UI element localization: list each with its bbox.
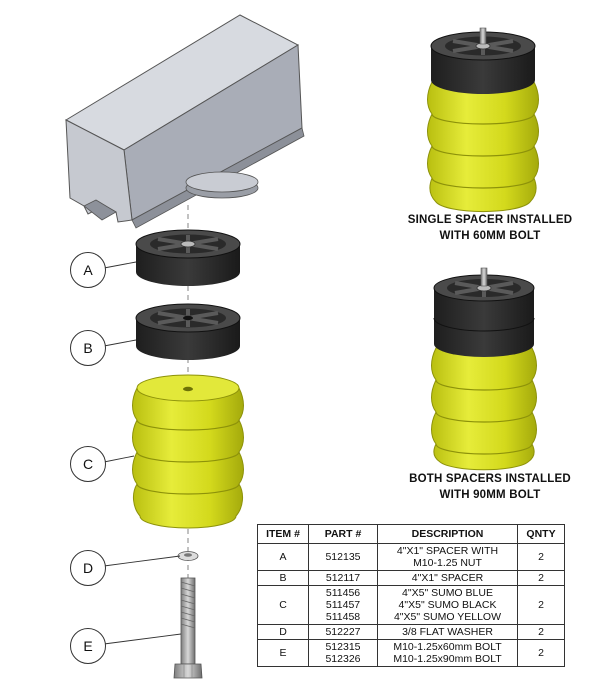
header-item: ITEM # (257, 524, 309, 544)
cell-qnty: 2 (517, 585, 565, 625)
header-qnty: QNTY (517, 524, 565, 544)
sumo-bumper-c (132, 374, 244, 529)
cell-description: M10-1.25x60mm BOLT M10-1.25x90mm BOLT (377, 639, 518, 667)
table-row: B 512117 4"X1" SPACER 2 (257, 570, 565, 586)
flat-washer-d (177, 551, 199, 561)
mounting-plate (185, 171, 259, 199)
callout-a: A (70, 252, 106, 288)
leader-lines (103, 261, 182, 645)
cell-qnty: 2 (517, 639, 565, 667)
header-description: DESCRIPTION (377, 524, 518, 544)
cell-part: 512315 512326 (308, 639, 378, 667)
cell-qnty: 2 (517, 570, 565, 586)
cell-qnty: 2 (517, 543, 565, 571)
callout-e: E (70, 628, 106, 664)
cell-description: 4"X1" SPACER (377, 570, 518, 586)
table-row: A 512135 4"X1" SPACER WITH M10-1.25 NUT … (257, 543, 565, 571)
cell-description: 4"X5" SUMO BLUE 4"X5" SUMO BLACK 4"X5" S… (377, 585, 518, 625)
both-spacers-assembly (431, 267, 537, 471)
spacer-b (135, 303, 241, 360)
frame-rail (64, 14, 305, 229)
table-row: E 512315 512326 M10-1.25x60mm BOLT M10-1… (257, 639, 565, 667)
cell-item: D (257, 624, 309, 640)
cell-item: A (257, 543, 309, 571)
bill-of-materials-table: ITEM # PART # DESCRIPTION QNTY A 512135 … (257, 524, 565, 667)
header-part: PART # (308, 524, 378, 544)
caption-single-spacer: SINGLE SPACER INSTALLED WITH 60MM BOLT (407, 214, 573, 242)
single-spacer-assembly (427, 27, 539, 213)
callout-b: B (70, 330, 106, 366)
caption-both-spacers: BOTH SPACERS INSTALLED WITH 90MM BOLT (409, 473, 571, 501)
spacer-a (135, 229, 241, 286)
cell-part: 512135 (308, 543, 378, 571)
cell-item: B (257, 570, 309, 586)
cell-item: C (257, 585, 309, 625)
cell-qnty: 2 (517, 624, 565, 640)
cell-part: 511456 511457 511458 (308, 585, 378, 625)
table-header-row: ITEM # PART # DESCRIPTION QNTY (257, 524, 565, 544)
callout-d: D (70, 550, 106, 586)
cell-part: 512117 (308, 570, 378, 586)
bolt-e (173, 577, 203, 679)
table-row: C 511456 511457 511458 4"X5" SUMO BLUE 4… (257, 585, 565, 625)
cell-description: 3/8 FLAT WASHER (377, 624, 518, 640)
table-row: D 512227 3/8 FLAT WASHER 2 (257, 624, 565, 640)
cell-description: 4"X1" SPACER WITH M10-1.25 NUT (377, 543, 518, 571)
cell-item: E (257, 639, 309, 667)
cell-part: 512227 (308, 624, 378, 640)
callout-c: C (70, 446, 106, 482)
